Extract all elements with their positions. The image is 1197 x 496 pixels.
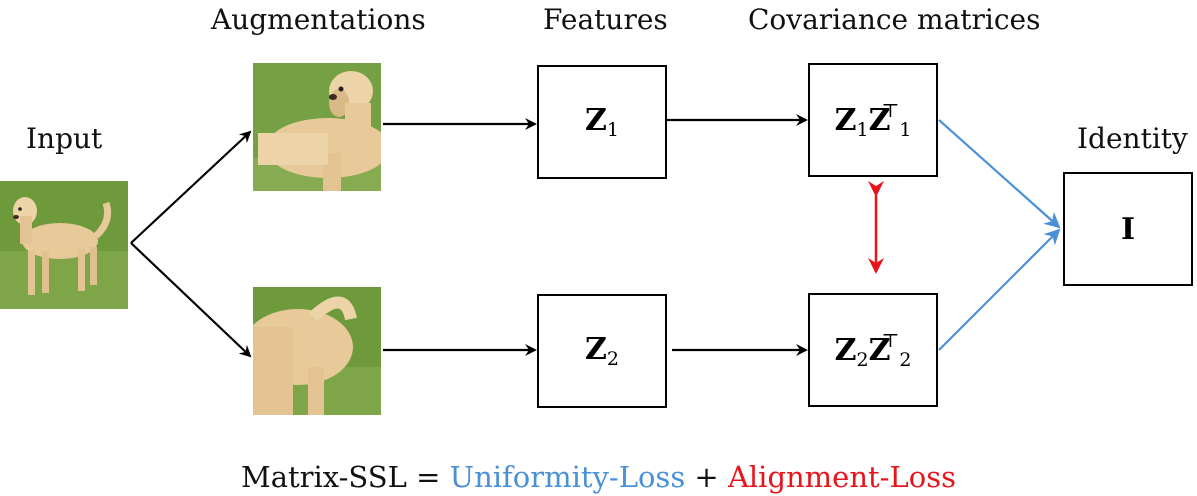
uniformity-loss-label: Uniformity-Loss [449,460,686,494]
covariance1-symbol: Z1Z⊤1 [834,99,912,141]
z2-symbol: Z2 [585,332,619,370]
z1-symbol: Z1 [585,103,619,141]
formula-lhs: Matrix-SSL = [241,460,450,494]
augmentations-header: Augmentations [211,3,426,36]
input-dog-image [0,181,128,309]
covariance2-box: Z2Z⊤2 [808,293,938,407]
z1-feature-box: Z1 [537,65,667,179]
input-header: Input [26,122,103,155]
augmentation-top-image [253,63,381,191]
uniformity-arrow-top [938,119,1061,229]
alignment-loss-label: Alignment-Loss [727,460,956,494]
covariance2-symbol: Z2Z⊤2 [834,329,912,371]
arrow-input-to-top-augmentation [130,130,252,244]
z2-feature-box: Z2 [537,294,667,408]
features-header: Features [543,3,668,36]
covariance1-box: Z1Z⊤1 [808,63,938,177]
formula-plus: + [685,460,728,494]
identity-box: I [1063,172,1193,286]
arrow-input-to-bottom-augmentation [130,242,252,358]
identity-symbol: I [1120,211,1136,247]
covariance-header: Covariance matrices [748,3,1041,36]
identity-header: Identity [1077,122,1188,155]
augmentation-bottom-image [253,287,381,415]
loss-formula: Matrix-SSL = Uniformity-Loss + Alignment… [0,460,1197,494]
uniformity-arrow-bottom [938,228,1061,351]
